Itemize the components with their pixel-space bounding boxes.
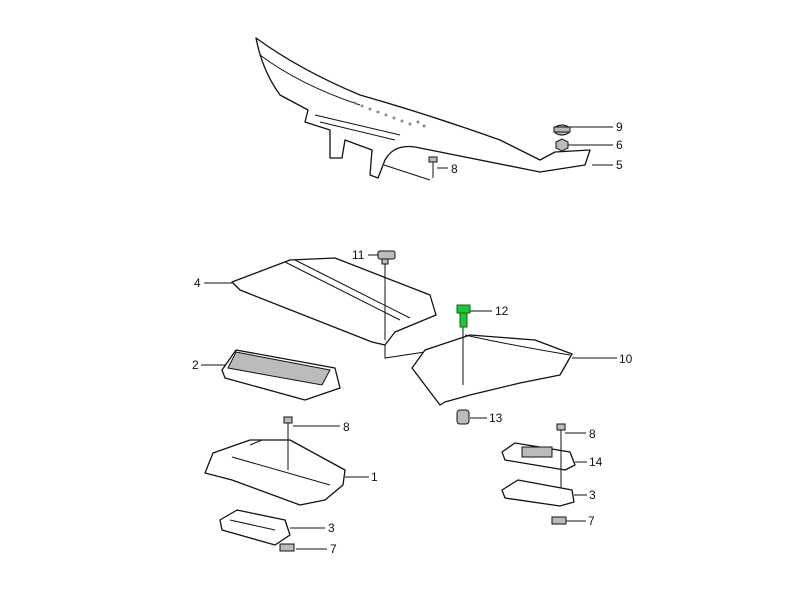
svg-text:3: 3 — [589, 488, 596, 502]
callout-13[interactable]: 13 — [470, 411, 503, 425]
part-nut-6[interactable] — [555, 138, 569, 152]
callout-7-left[interactable]: 7 — [296, 542, 337, 556]
callout-12[interactable]: 12 — [470, 304, 509, 318]
svg-text:9: 9 — [616, 120, 623, 134]
callout-1[interactable]: 1 — [345, 470, 378, 484]
svg-text:8: 8 — [343, 420, 350, 434]
svg-text:14: 14 — [589, 455, 603, 469]
svg-text:3: 3 — [328, 521, 335, 535]
part-cover-4[interactable] — [231, 257, 437, 360]
part-tray-10[interactable] — [411, 325, 573, 406]
svg-text:12: 12 — [495, 304, 509, 318]
part-clip-11[interactable] — [377, 250, 396, 265]
svg-text:7: 7 — [330, 542, 337, 556]
part-clip-7-right[interactable] — [551, 516, 567, 525]
part-gasket-3-left[interactable] — [219, 509, 291, 546]
part-cowl-panel[interactable] — [255, 37, 591, 181]
part-bolt-12-highlighted[interactable] — [456, 304, 471, 328]
part-grommet-13[interactable] — [456, 409, 470, 425]
svg-text:2: 2 — [192, 358, 199, 372]
callout-3-right[interactable]: 3 — [574, 488, 596, 502]
svg-text:4: 4 — [194, 276, 201, 290]
part-gasket-3-right[interactable] — [501, 479, 575, 507]
svg-text:8: 8 — [451, 162, 458, 176]
svg-text:6: 6 — [616, 138, 623, 152]
callout-14[interactable]: 14 — [575, 455, 603, 469]
callout-3-left[interactable]: 3 — [290, 521, 335, 535]
svg-text:8: 8 — [589, 427, 596, 441]
callout-7-right[interactable]: 7 — [566, 514, 595, 528]
svg-text:7: 7 — [588, 514, 595, 528]
callout-6[interactable]: 6 — [568, 138, 623, 152]
callout-9[interactable]: 9 — [570, 120, 623, 134]
svg-text:11: 11 — [352, 248, 365, 262]
part-screw-8-top[interactable] — [428, 156, 438, 178]
callout-8-top[interactable]: 8 — [437, 162, 458, 176]
part-screw-8-left — [283, 416, 293, 470]
part-filter-2[interactable] — [221, 349, 341, 401]
callout-10[interactable]: 10 — [572, 352, 633, 366]
callout-2[interactable]: 2 — [192, 358, 225, 372]
part-plate-14[interactable] — [501, 442, 576, 471]
svg-text:13: 13 — [489, 411, 503, 425]
svg-text:1: 1 — [371, 470, 378, 484]
svg-text:5: 5 — [616, 158, 623, 172]
svg-text:10: 10 — [619, 352, 633, 366]
callout-8-left[interactable]: 8 — [293, 420, 350, 434]
part-housing-1[interactable] — [204, 416, 346, 506]
callout-5[interactable]: 5 — [592, 158, 623, 172]
callout-11[interactable]: 11 — [352, 248, 378, 262]
part-cap-9[interactable] — [553, 124, 571, 136]
part-clip-7-left[interactable] — [279, 543, 295, 552]
callout-4[interactable]: 4 — [194, 276, 232, 290]
callout-8-right[interactable]: 8 — [565, 427, 596, 441]
